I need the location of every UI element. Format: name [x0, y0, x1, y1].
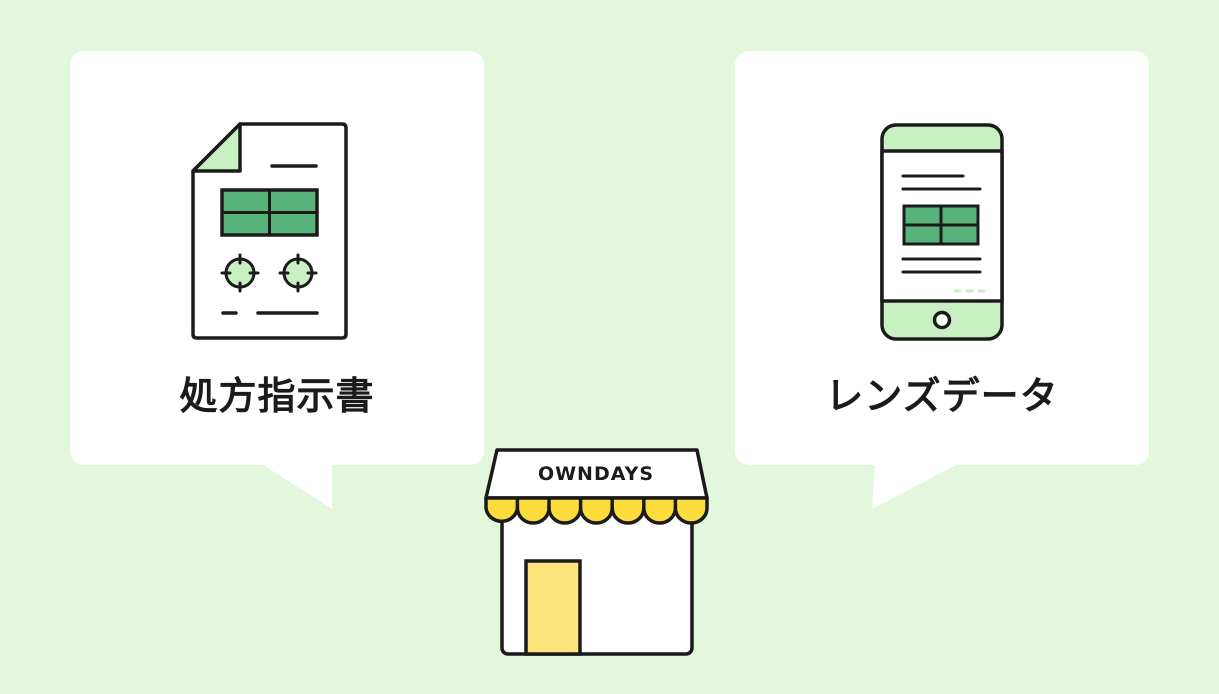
smartphone-data-icon — [880, 123, 1004, 341]
storefront-icon: OWNDAYS — [484, 448, 709, 656]
prescription-document-icon — [191, 122, 348, 340]
bubble-tail — [872, 463, 960, 509]
lens-data-bubble: レンズデータ — [735, 51, 1149, 509]
store-brand-text: OWNDAYS — [538, 463, 654, 485]
prescription-label: 処方指示書 — [179, 374, 375, 418]
bubble-tail — [260, 463, 332, 509]
lens-data-label: レンズデータ — [825, 374, 1059, 418]
prescription-bubble: 処方指示書 — [70, 51, 484, 509]
